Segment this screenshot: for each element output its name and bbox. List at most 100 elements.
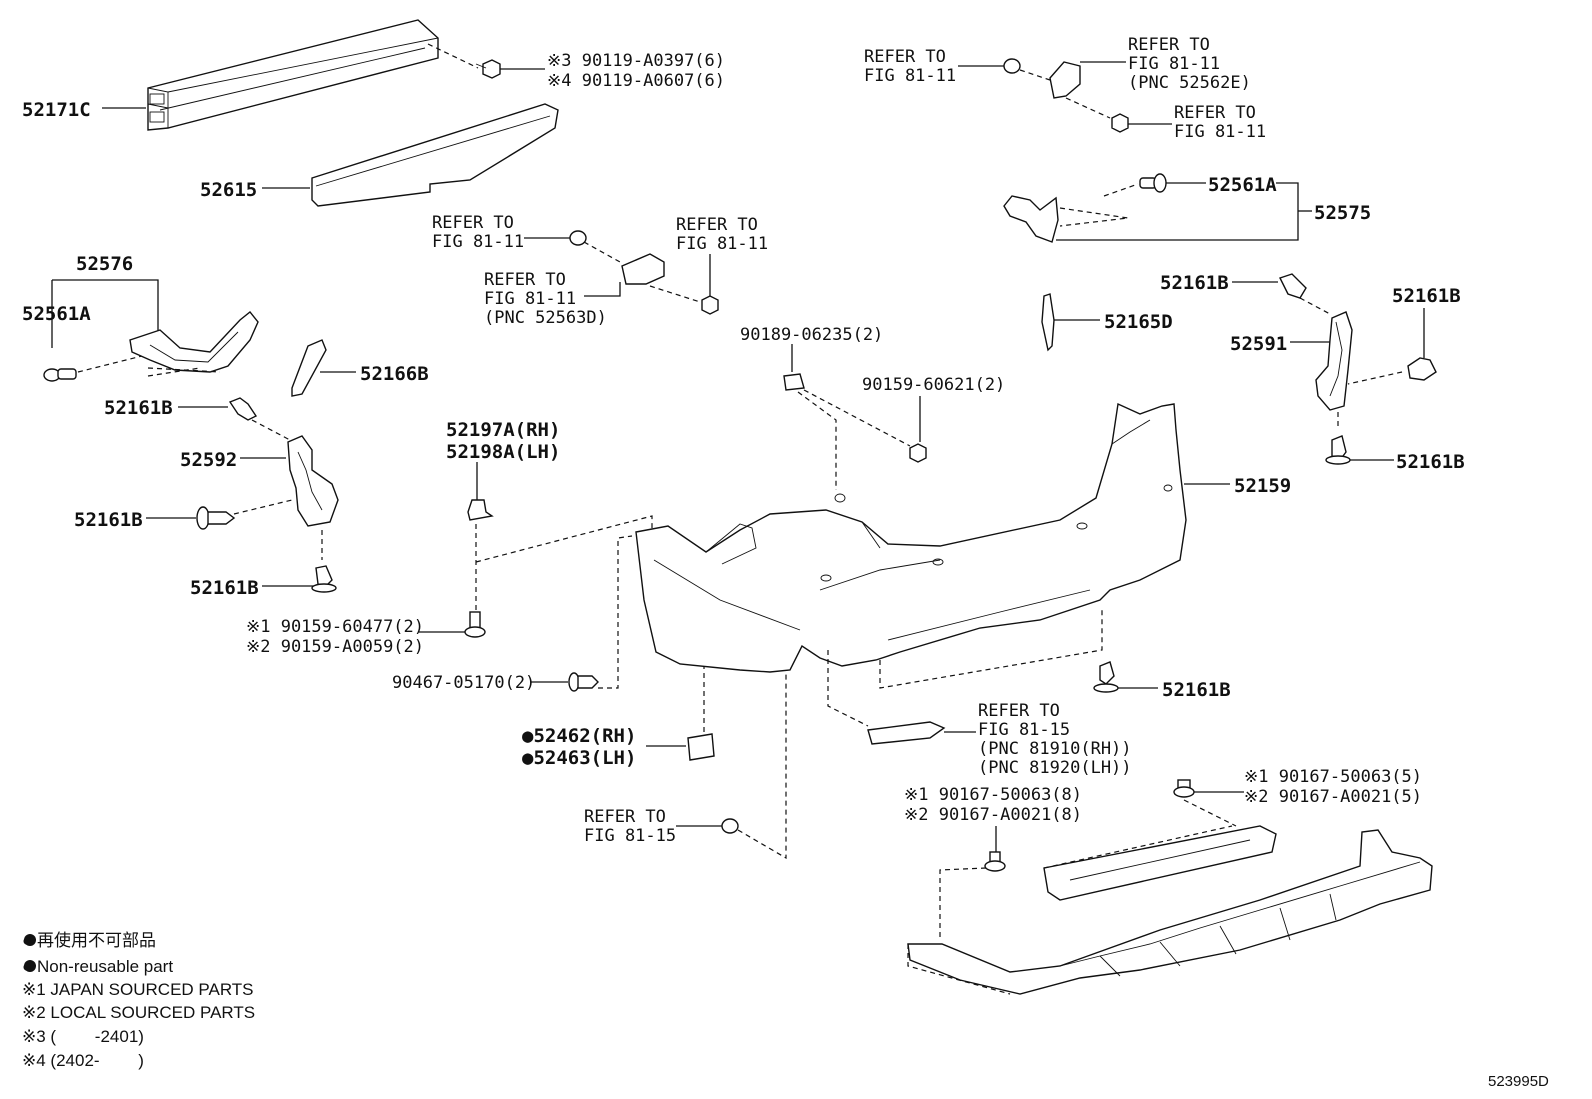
bracket-icon xyxy=(621,253,665,285)
nut-icon xyxy=(783,373,805,391)
energy-absorber-52615 xyxy=(311,103,559,207)
refer-note-top-3-line2: FIG 81-11 xyxy=(1174,122,1266,142)
legend: ● 再使用不可部品 ● Non-reusable part ※1 JAPAN S… xyxy=(22,930,255,1070)
label-52161B-5: 52161B xyxy=(1392,285,1461,307)
refer-note-mid-2-line2: FIG 81-11 xyxy=(676,234,768,254)
label-52462: ●52462(RH) xyxy=(522,725,636,747)
label-screw-90167-50063-8: ※1 90167-50063(8) xyxy=(904,785,1082,805)
label-52161B-7: 52161B xyxy=(1162,679,1231,701)
label-screw-90159-A0059: ※2 90159-A0059(2) xyxy=(246,637,424,657)
label-52166B: 52166B xyxy=(360,363,429,385)
label-screw-90167-A0021-5: ※2 90167-A0021(5) xyxy=(1244,787,1422,807)
side-retainer-52592 xyxy=(287,435,339,527)
refer-note-top-1-line1: REFER TO xyxy=(864,47,946,67)
clip-icon xyxy=(568,672,599,692)
label-52561A-right: 52561A xyxy=(1208,174,1277,196)
reflector xyxy=(867,721,946,745)
side-retainer-52591 xyxy=(1315,311,1353,411)
refer-note-mid-1-line1: REFER TO xyxy=(432,213,514,233)
label-52592: 52592 xyxy=(180,449,237,471)
refer-note-bottom-line1: REFER TO xyxy=(584,807,666,827)
label-screw-90167-A0021-8: ※2 90167-A0021(8) xyxy=(904,805,1082,825)
screw-icon xyxy=(1139,173,1167,193)
rear-diffuser xyxy=(907,829,1433,995)
mounting-rail xyxy=(1043,825,1277,901)
clip-icon xyxy=(1279,273,1307,299)
refer-note-mid-3-line3: (PNC 52563D) xyxy=(484,308,607,328)
label-52161B-2: 52161B xyxy=(74,509,143,531)
nut-icon xyxy=(909,443,927,463)
legend-line-3: ※1 JAPAN SOURCED PARTS xyxy=(22,980,254,999)
refer-note-top-2-line2: FIG 81-11 xyxy=(1128,54,1220,74)
clip-icon xyxy=(228,397,258,421)
screw-icon xyxy=(1173,779,1195,798)
cover-52462 xyxy=(687,733,715,761)
label-bolt-90119-A0607: ※4 90119-A0607(6) xyxy=(547,71,725,91)
refer-note-reflector-line1: REFER TO xyxy=(978,701,1060,721)
refer-note-top-3-line1: REFER TO xyxy=(1174,103,1256,123)
bolt-icon xyxy=(701,295,719,315)
refer-note-bottom-line2: FIG 81-15 xyxy=(584,826,676,846)
label-nut-90159-60621: 90159-60621(2) xyxy=(862,375,1005,395)
refer-note-reflector-line4: (PNC 81920(LH)) xyxy=(978,758,1132,778)
clip-icon xyxy=(1093,661,1119,693)
screw-icon xyxy=(984,851,1006,872)
bracket-icon xyxy=(1049,61,1081,99)
label-clip-90467-05170: 90467-05170(2) xyxy=(392,673,535,693)
clip-icon xyxy=(467,499,494,521)
bullet-icon xyxy=(24,934,36,946)
label-52171C: 52171C xyxy=(22,99,91,121)
label-52576: 52576 xyxy=(76,253,133,275)
label-52463: ●52463(LH) xyxy=(522,747,636,769)
refer-note-mid-3-line1: REFER TO xyxy=(484,270,566,290)
label-screw-90167-50063-5: ※1 90167-50063(5) xyxy=(1244,767,1422,787)
refer-note-mid-1-line2: FIG 81-11 xyxy=(432,232,524,252)
refer-note-mid-3-line2: FIG 81-11 xyxy=(484,289,576,309)
screw-icon xyxy=(464,611,486,638)
label-52591: 52591 xyxy=(1230,333,1287,355)
clip-icon xyxy=(311,565,337,593)
figure-number: 523995D xyxy=(1488,1073,1549,1090)
refer-note-top-2-line3: (PNC 52562E) xyxy=(1128,73,1251,93)
label-52159: 52159 xyxy=(1234,475,1291,497)
legend-line-2: ● Non-reusable part xyxy=(22,957,173,976)
refer-note-top-2-line1: REFER TO xyxy=(1128,35,1210,55)
clip-icon xyxy=(196,506,236,530)
label-52561A-left: 52561A xyxy=(22,303,91,325)
label-52165D: 52165D xyxy=(1104,311,1173,333)
label-nut-90189: 90189-06235(2) xyxy=(740,325,883,345)
refer-note-top-1-line2: FIG 81-11 xyxy=(864,66,956,86)
label-52161B-3: 52161B xyxy=(190,577,259,599)
legend-line-6: ※4 (2402- ) xyxy=(22,1051,144,1070)
screw-icon xyxy=(43,368,77,382)
bolt-icon xyxy=(475,59,501,79)
nut-icon xyxy=(1003,58,1021,74)
refer-note-reflector-line2: FIG 81-15 xyxy=(978,720,1070,740)
legend-line-1: ● 再使用不可部品 xyxy=(22,930,156,950)
nut-icon xyxy=(721,818,739,834)
legend-line-4: ※2 LOCAL SOURCED PARTS xyxy=(22,1003,255,1022)
label-bolt-90119-A0397: ※3 90119-A0397(6) xyxy=(547,51,725,71)
label-52575: 52575 xyxy=(1314,202,1371,224)
clip-icon xyxy=(1407,357,1437,381)
side-retainer-52575 xyxy=(1003,183,1139,243)
bullet-icon xyxy=(24,960,36,972)
label-screw-90159-60477: ※1 90159-60477(2) xyxy=(246,617,424,637)
seal-52166B xyxy=(291,339,327,397)
label-52161B-1: 52161B xyxy=(104,397,173,419)
refer-note-mid-2-line1: REFER TO xyxy=(676,215,758,235)
label-52161B-6: 52161B xyxy=(1396,451,1465,473)
clip-icon xyxy=(1325,435,1351,465)
bolt-icon xyxy=(1111,113,1129,133)
nut-icon xyxy=(569,230,587,246)
bumper-reinforcement-52171C xyxy=(147,19,439,131)
label-52198A: 52198A(LH) xyxy=(446,441,560,463)
legend-line-5: ※3 ( -2401) xyxy=(22,1027,144,1046)
seal-52165D xyxy=(1041,293,1055,352)
bumper-cover-52159 xyxy=(635,402,1187,673)
label-52615: 52615 xyxy=(200,179,257,201)
label-52197A: 52197A(RH) xyxy=(446,419,560,441)
label-52161B-4: 52161B xyxy=(1160,272,1229,294)
refer-note-reflector-line3: (PNC 81910(RH)) xyxy=(978,739,1132,759)
